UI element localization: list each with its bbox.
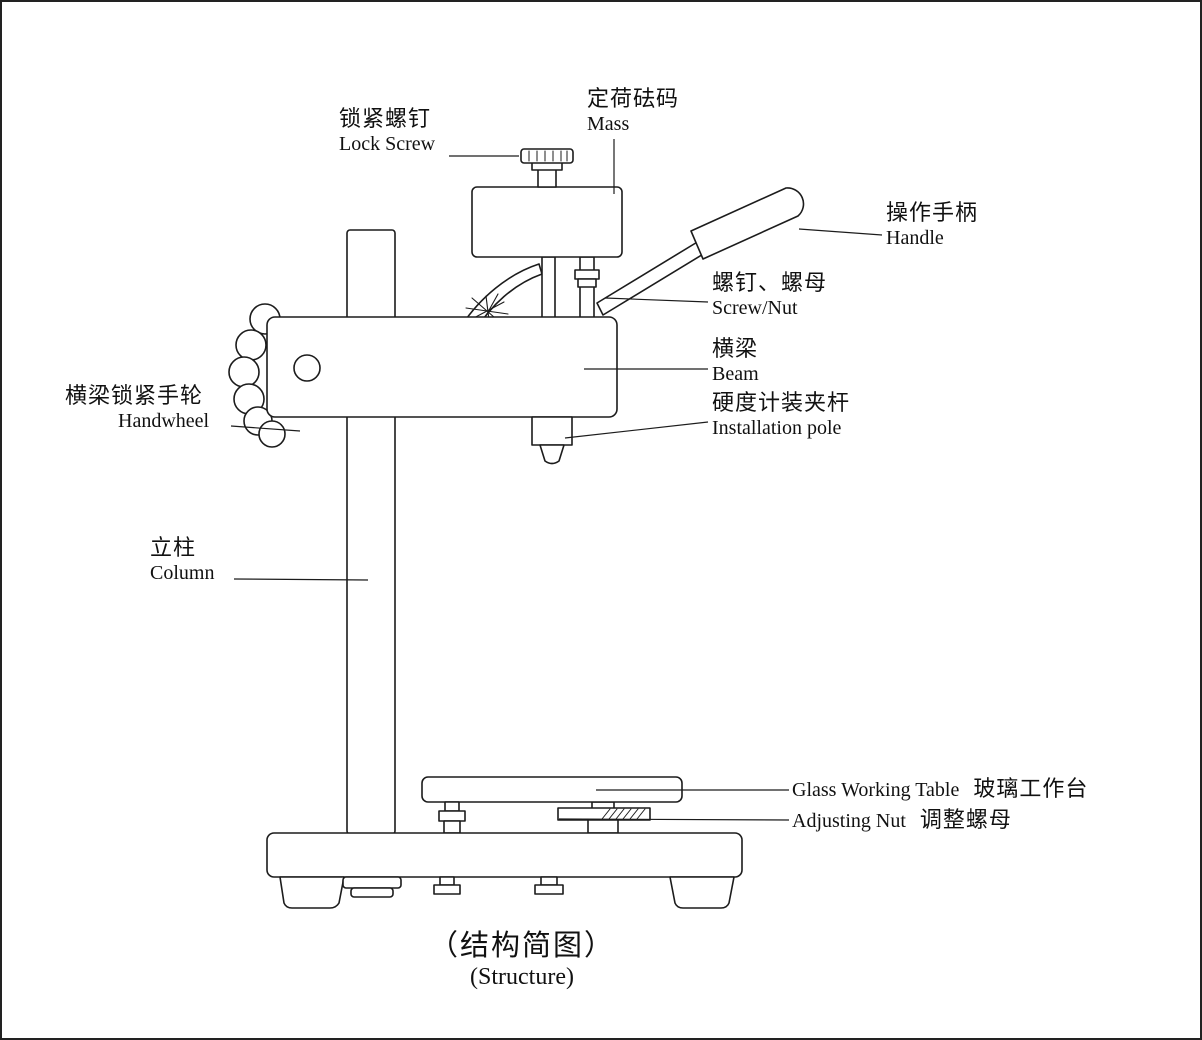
label-lock-screw-zh: 锁紧螺钉 [339, 106, 432, 131]
label-screw-nut-zh: 螺钉、螺母 [712, 270, 828, 295]
label-lock-screw-en: Lock Screw [339, 133, 436, 156]
label-installation-pole-en: Installation pole [712, 417, 842, 440]
mass-shape [471, 186, 623, 258]
feet-shape [279, 876, 735, 909]
label-adjusting-nut-zh: 调整螺母 [919, 807, 1012, 832]
label-glass-table-zh: 玻璃工作台 [973, 776, 1089, 801]
label-mass-en: Mass [587, 113, 630, 136]
adjusting-nut-shape [557, 807, 651, 821]
label-handwheel-en: Handwheel [118, 410, 210, 433]
leader-installation-pole [564, 421, 709, 439]
posts-shape [541, 256, 600, 320]
handle-shape [596, 187, 805, 316]
base-shape [266, 832, 743, 878]
label-column-zh: 立柱 [150, 535, 197, 560]
diagram-caption-en: (Structure) [470, 964, 574, 990]
label-mass-zh: 定荷砝码 [587, 86, 680, 111]
label-glass-table: Glass Working Table 玻璃工作台 [792, 776, 1088, 802]
label-handle: 操作手柄 Handle [886, 200, 978, 250]
leader-handwheel [230, 425, 301, 432]
label-handwheel: 横梁锁紧手轮 Handwheel [65, 383, 209, 433]
label-beam-zh: 横梁 [712, 336, 759, 361]
label-installation-pole-zh: 硬度计装夹杆 [712, 390, 851, 415]
diagram-caption-zh: （结构简图） [428, 930, 615, 962]
leader-screw-nut [604, 297, 709, 303]
installation-pole-shape [531, 416, 573, 465]
label-adjusting-nut-en: Adjusting Nut [792, 810, 906, 832]
label-handle-en: Handle [886, 227, 944, 250]
label-handle-zh: 操作手柄 [886, 200, 979, 225]
label-screw-nut: 螺钉、螺母 Screw/Nut [712, 270, 827, 320]
label-lock-screw: 锁紧螺钉 Lock Screw [339, 106, 435, 156]
glass-table-shape [421, 776, 683, 834]
lock-screw-shape [520, 148, 574, 188]
label-beam-en: Beam [712, 363, 759, 386]
leader-adjusting-nut [558, 818, 790, 821]
label-column: 立柱 Column [150, 535, 214, 585]
label-mass: 定荷砝码 Mass [587, 86, 679, 136]
label-handwheel-zh: 横梁锁紧手轮 [65, 383, 204, 408]
leader-column [233, 578, 369, 581]
diagram-caption: （结构简图） (Structure) [362, 922, 682, 991]
leader-handle [798, 228, 883, 236]
label-screw-nut-en: Screw/Nut [712, 297, 798, 320]
label-column-en: Column [150, 562, 215, 585]
label-adjusting-nut: Adjusting Nut 调整螺母 [792, 807, 1012, 833]
leveling-foot-shape [342, 876, 402, 898]
label-installation-pole: 硬度计装夹杆 Installation pole [712, 390, 850, 440]
base-bolts-shape [433, 876, 564, 895]
label-beam: 横梁 Beam [712, 336, 759, 386]
leader-lines [230, 139, 883, 821]
beam-shape [266, 316, 618, 418]
label-glass-table-en: Glass Working Table [792, 779, 960, 801]
